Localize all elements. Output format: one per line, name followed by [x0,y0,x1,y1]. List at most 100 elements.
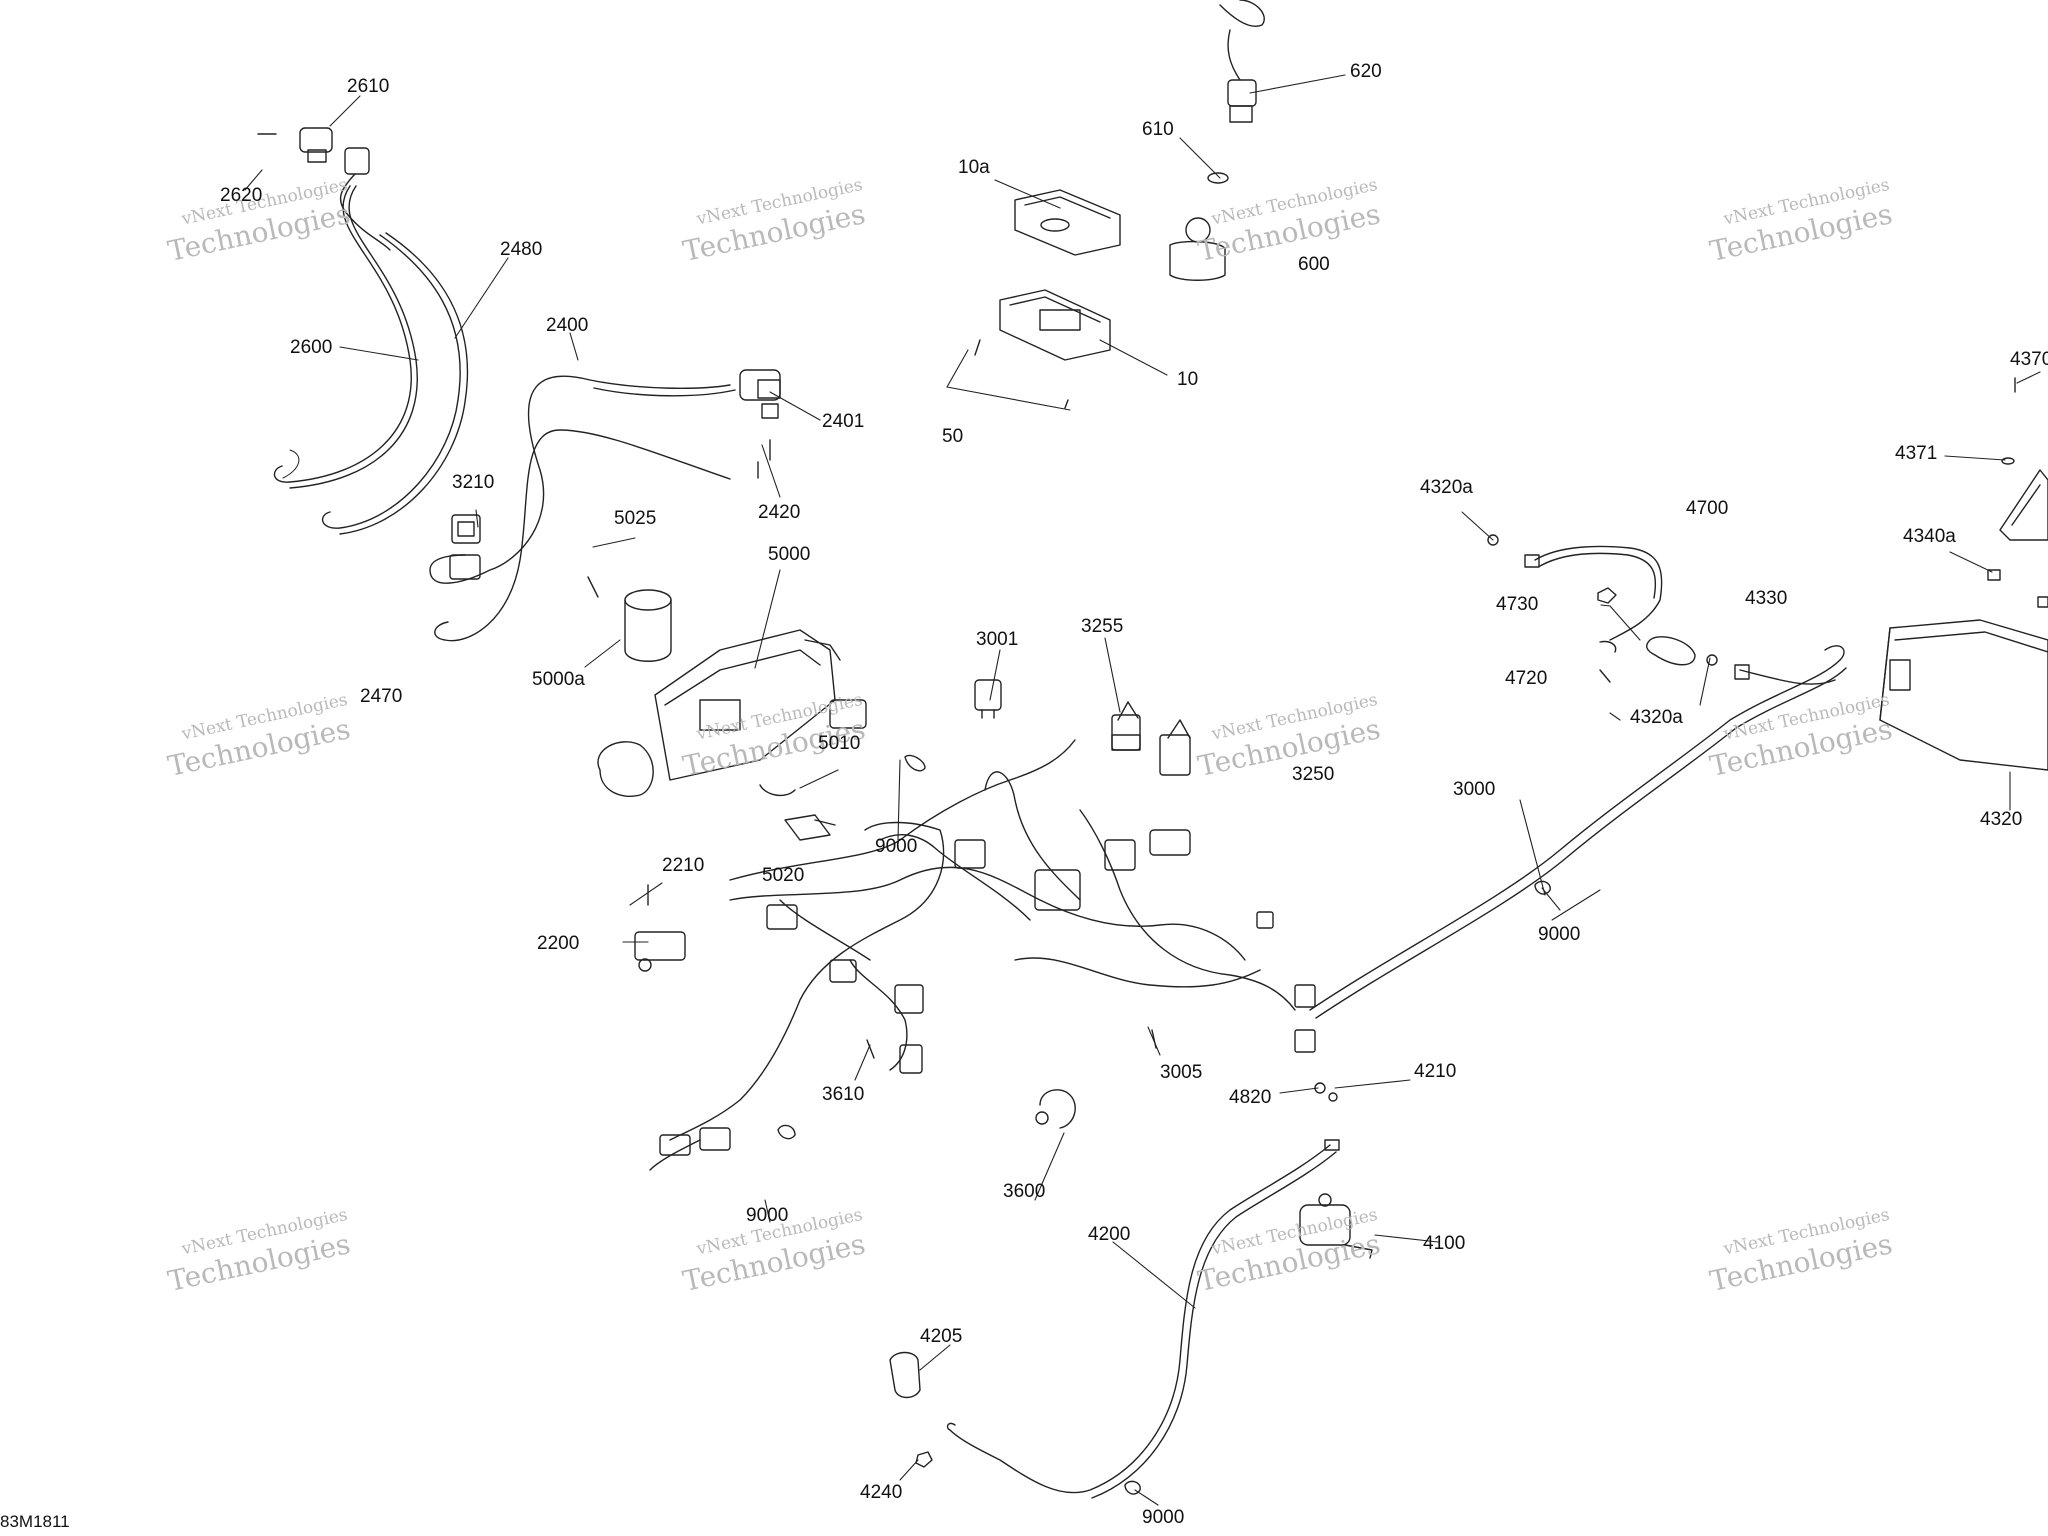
callout-2400[interactable]: 2400 [546,315,589,336]
part-4340a [1987,569,2001,581]
callout-5010[interactable]: 5010 [818,733,861,754]
part-4320-battery [1879,619,2048,771]
callout-620[interactable]: 620 [1350,61,1382,82]
cable-3000 [1309,645,1847,1019]
callout-610[interactable]: 610 [1142,119,1174,140]
part-4330 [1646,636,1696,666]
callout-5000a[interactable]: 5000a [532,669,585,690]
callout-600[interactable]: 600 [1298,254,1330,275]
part-2200 [634,931,686,972]
callout-4100[interactable]: 4100 [1423,1233,1466,1254]
part-5000 [597,629,841,797]
part-4240 [915,1451,933,1468]
part-50 [974,339,1069,409]
part-2610 [257,127,391,251]
callout-4370[interactable]: 4370 [2010,349,2048,370]
callout-4320a[interactable]: 4320a [1630,707,1683,728]
callout-4730[interactable]: 4730 [1496,594,1539,615]
part-4100 [1299,1193,1373,1259]
callout-4240[interactable]: 4240 [860,1482,903,1503]
callout-3255[interactable]: 3255 [1081,616,1124,637]
callout-4330[interactable]: 4330 [1745,588,1788,609]
callout-3210[interactable]: 3210 [452,472,495,493]
callout-2600[interactable]: 2600 [290,337,333,358]
part-4720 [1599,669,1611,683]
callout-2210[interactable]: 2210 [662,855,705,876]
callout-5000[interactable]: 5000 [768,544,811,565]
cable-4200 [946,1139,1340,1499]
leader-lines [244,74,2041,1506]
callout-3600[interactable]: 3600 [1003,1181,1046,1202]
part-9000c [1534,880,1551,895]
callout-4320a[interactable]: 4320a [1420,477,1473,498]
callout-10[interactable]: 10 [1177,369,1199,390]
part-5010 [759,784,796,797]
callout-2200[interactable]: 2200 [537,933,580,954]
cable-2600 [273,185,418,489]
part-4730 [1597,587,1617,604]
callout-4720[interactable]: 4720 [1505,668,1548,689]
part-10 [999,289,1111,361]
part-4320a-bot [1706,654,1718,666]
callout-2620[interactable]: 2620 [220,185,263,206]
callout-9000[interactable]: 9000 [746,1205,789,1226]
part-620 [1219,0,1265,123]
callout-3000[interactable]: 3000 [1453,779,1496,800]
part-4205 [889,1351,921,1399]
part-3610 [866,1039,875,1059]
callout-9000[interactable]: 9000 [875,836,918,857]
callout-9000[interactable]: 9000 [1142,1507,1185,1528]
part-4210 [1328,1092,1338,1102]
part-3600 [1035,1089,1076,1129]
callout-4820[interactable]: 4820 [1229,1087,1272,1108]
part-4340-bracket [1999,469,2048,541]
callout-2401[interactable]: 2401 [822,411,865,432]
callout-4340a[interactable]: 4340a [1903,526,1956,547]
callout-10a[interactable]: 10a [958,157,990,178]
part-600 [1169,217,1226,281]
part-610 [1207,172,1229,184]
callout-2480[interactable]: 2480 [500,239,543,260]
part-3005 [1151,1029,1157,1049]
callout-3610[interactable]: 3610 [822,1084,865,1105]
part-5000a [624,589,672,662]
part-9000a [904,754,926,772]
callout-3250[interactable]: 3250 [1292,764,1335,785]
part-3250 [1159,719,1191,776]
callout-9000[interactable]: 9000 [1538,924,1581,945]
main-harness [649,739,1296,1171]
callout-2420[interactable]: 2420 [758,502,801,523]
part-9000b [777,1124,796,1140]
callout-4371[interactable]: 4371 [1895,443,1938,464]
callout-4200[interactable]: 4200 [1088,1224,1131,1245]
callout-4700[interactable]: 4700 [1686,498,1729,519]
callout-50[interactable]: 50 [942,426,964,447]
cable-2480 [321,232,469,535]
part-2401 [739,369,781,479]
callout-5025[interactable]: 5025 [614,508,657,529]
callout-3005[interactable]: 3005 [1160,1062,1203,1083]
callout-4210[interactable]: 4210 [1414,1061,1457,1082]
part-4371 [2001,457,2015,465]
part-5020 [784,814,836,841]
callout-3001[interactable]: 3001 [976,629,1019,650]
part-3210 [449,514,481,580]
part-3001 [974,679,1002,719]
part-5025 [587,576,599,598]
cable-4700 [1524,545,1663,653]
part-10a [1014,189,1121,256]
diagram-code: 83M1811 [0,1512,70,1531]
cable-2620 [282,449,300,479]
part-9000d [1124,1480,1141,1495]
callout-5020[interactable]: 5020 [762,865,805,886]
part-4320a-top [1487,534,1499,546]
callout-4205[interactable]: 4205 [920,1326,963,1347]
part-3255 [1111,701,1141,751]
cable-2400 [429,375,736,642]
callout-2470[interactable]: 2470 [360,686,403,707]
part-4820 [1314,1082,1326,1094]
connectors-harness [659,699,1316,1156]
callout-2610[interactable]: 2610 [347,76,390,97]
callout-4320[interactable]: 4320 [1980,809,2023,830]
